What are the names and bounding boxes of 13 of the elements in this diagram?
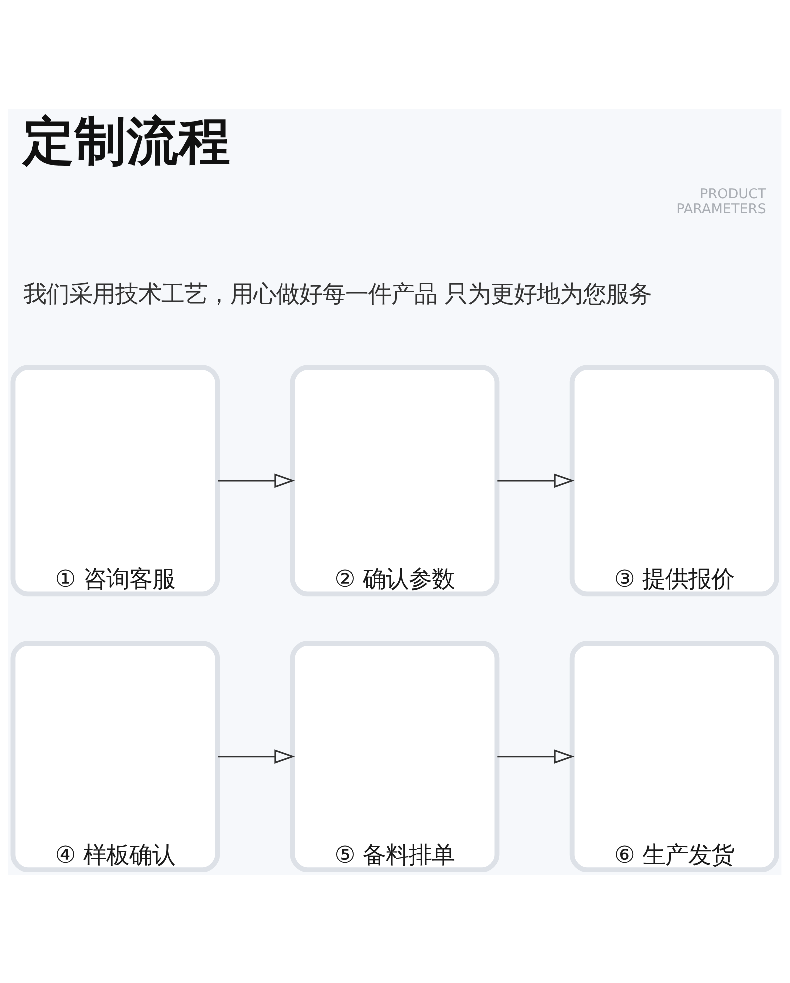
node-box: ① 咨询客服 [10,364,220,596]
node-box: ④ 样板确认 [10,640,220,872]
diagram-title: 定制流程 [23,112,232,172]
arrow [218,473,296,488]
arrow [498,473,575,488]
node-box: ⑤ 备料排单 [290,640,500,872]
label: 我们采用技术工艺，用心做好每一件产品 只为更好地为您服务 [24,279,652,308]
node-box: ② 确认参数 [290,364,500,596]
arrow [218,749,296,764]
node-box: ⑥ 生产发货 [570,640,780,872]
arrow [498,749,575,764]
label: PRODUCT PARAMETERS [676,186,766,217]
node-box: ③ 提供报价 [570,364,780,596]
